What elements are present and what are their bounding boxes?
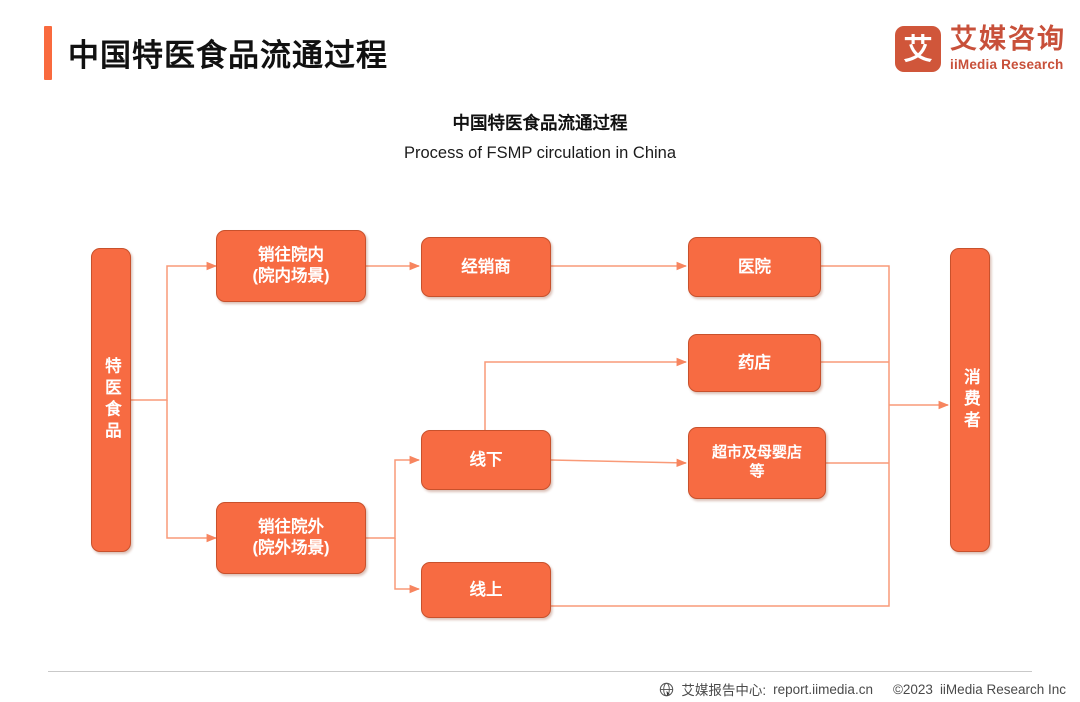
node-in-hospital-line2: (院内场景): [252, 267, 330, 285]
footer-report-center: 艾媒报告中心:: [681, 683, 767, 698]
footer-divider: [48, 671, 1032, 672]
node-out-hospital-line2: (院外场景): [252, 539, 330, 557]
edge-offline-to-pharmacy: [484, 357, 688, 430]
brand-name-cn: 艾媒咨询: [950, 24, 1066, 55]
node-out-hospital[interactable]: 销往院外 (院外场景): [216, 502, 366, 574]
footer-copyright: ©2023: [892, 681, 933, 697]
edge-source-to-out-hospital: [166, 400, 218, 543]
node-in-hospital-line1: 销往院内: [258, 246, 324, 265]
chart-title-en: Process of FSMP circulation in China: [403, 144, 677, 162]
brand-logo-text: 艾媒咨询 iiMedia Research: [950, 26, 1066, 72]
edge-out-hospital-to-online: [394, 538, 421, 594]
globe-icon: [659, 682, 674, 697]
node-source[interactable]: 特医食品: [91, 248, 131, 552]
footer-url[interactable]: report.iimedia.cn: [773, 681, 873, 697]
node-supermarket[interactable]: 超市及母婴店 等: [688, 427, 826, 499]
page-title: 中国特医食品流通过程: [68, 38, 388, 73]
iimedia-logo-mark-icon: 艾: [895, 26, 941, 72]
node-distributor[interactable]: 经销商: [421, 237, 551, 297]
node-supermarket-line1: 超市及母婴店: [711, 444, 802, 462]
title-accent-bar: [44, 26, 52, 80]
page-footer: 艾媒报告中心: report.iimedia.cn ©2023 iiMedia …: [659, 679, 1066, 699]
edge-hospital-to-trunk: [821, 265, 890, 405]
node-consumer[interactable]: 消费者: [950, 248, 990, 552]
page-header: 中国特医食品流通过程 艾 艾媒咨询 iiMedia Research: [0, 0, 1080, 96]
edge-source-to-in-hospital: [131, 261, 218, 401]
brand-logo: 艾 艾媒咨询 iiMedia Research: [895, 22, 1066, 76]
node-hospital[interactable]: 医院: [688, 237, 821, 297]
chart-title-cn: 中国特医食品流通过程: [452, 113, 628, 133]
footer-company: iiMedia Research Inc: [939, 681, 1066, 697]
node-out-hospital-line1: 销往院外: [258, 518, 324, 537]
node-pharmacy[interactable]: 药店: [688, 334, 821, 392]
brand-name-en: iiMedia Research: [950, 57, 1064, 73]
node-supermarket-line2: 等: [749, 463, 765, 480]
node-in-hospital[interactable]: 销往院内 (院内场景): [216, 230, 366, 302]
edge-offline-to-supermarket: [550, 458, 688, 467]
edge-out-hospital-to-offline: [366, 455, 421, 539]
node-online[interactable]: 线上: [421, 562, 551, 618]
node-offline[interactable]: 线下: [421, 430, 551, 490]
